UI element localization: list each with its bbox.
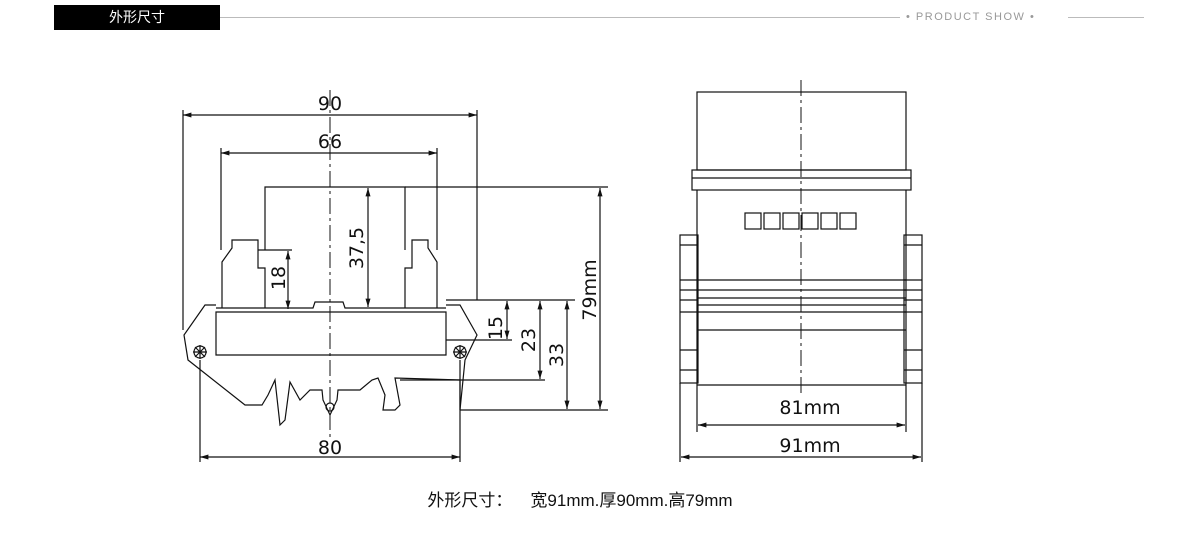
front-dimensions: 90 66 37,5 18 80 15 23 33 79mm [182,93,608,462]
dim-23: 23 [518,328,540,352]
side-view [679,80,923,395]
dim-81mm: 81mm [779,397,840,419]
dimension-caption: 外形尺寸： 宽91mm.厚90mm.高79mm [0,486,1160,511]
header-divider-right [1068,17,1144,18]
dim-33: 33 [546,343,568,367]
front-view [183,90,478,440]
dim-80: 80 [318,437,342,459]
caption-value: 宽91mm.厚90mm.高79mm [530,491,733,510]
dim-79mm: 79mm [579,259,601,320]
header-divider-left [220,17,900,18]
section-title-tab: 外形尺寸 [54,5,220,30]
product-show-label: • PRODUCT SHOW • [906,11,1036,23]
dim-15: 15 [485,316,507,340]
caption-label: 外形尺寸： [427,491,513,510]
led-indicators [744,212,857,230]
dim-18: 18 [268,266,290,290]
dim-37-5: 37,5 [346,227,368,269]
dim-91mm: 91mm [779,435,840,457]
dim-66: 66 [318,131,342,153]
side-dimensions: 81mm 91mm [679,383,923,462]
product-show-text: PRODUCT SHOW [915,11,1026,23]
dim-90: 90 [318,93,342,115]
